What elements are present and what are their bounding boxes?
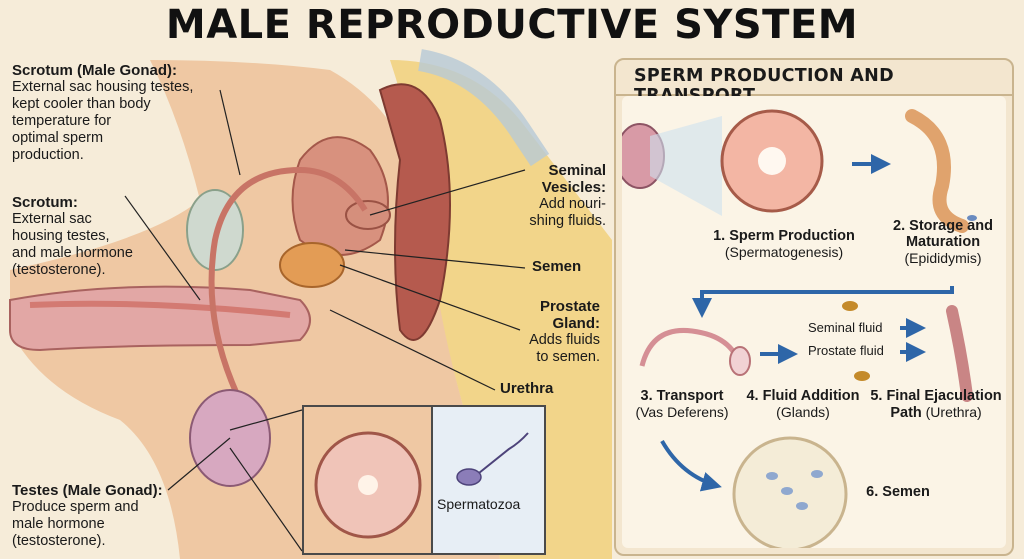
penis bbox=[9, 285, 311, 352]
vas-deferens bbox=[208, 166, 368, 422]
testis-inset bbox=[302, 405, 546, 555]
step-5: 5. Final Ejaculation Path (Urethra) bbox=[870, 388, 1002, 421]
leader-prostate bbox=[339, 264, 521, 331]
epididymis bbox=[905, 109, 969, 233]
label-seminal-vesicles: Seminal Vesicles: Add nouri- shing fluid… bbox=[529, 162, 606, 229]
label-scrotum-gonad: Scrotum (Male Gonad): External sac housi… bbox=[12, 62, 194, 163]
leader-inset-top bbox=[229, 409, 303, 431]
sperm-transport-panel: SPERM PRODUCTION AND TRANSPORT bbox=[614, 58, 1014, 556]
label-prostate-fluid: Prostate fluid bbox=[808, 343, 884, 358]
leader-inset-bottom bbox=[229, 447, 303, 552]
vas-deferens-loop bbox=[639, 327, 743, 367]
step-1: 1. Sperm Production (Spermatogenesis) bbox=[713, 228, 855, 260]
leader-urethra bbox=[329, 309, 496, 391]
prostate-gland bbox=[279, 242, 345, 288]
label-semen: Semen bbox=[532, 258, 582, 275]
seminal-vesicle bbox=[345, 200, 391, 230]
step-2: 2. Storage and Maturation (Epididymis) bbox=[893, 218, 993, 266]
panel-body: 1. Sperm Production (Spermatogenesis) 2.… bbox=[615, 96, 1006, 552]
bladder bbox=[291, 136, 389, 256]
panel-header: SPERM PRODUCTION AND TRANSPORT bbox=[616, 60, 1012, 106]
arrow-2-3 bbox=[692, 286, 954, 318]
arrow-to-semen bbox=[660, 440, 722, 492]
label-prostate: Prostate Gland: Adds fluids to semen. bbox=[529, 298, 600, 365]
urethra-thumbnail bbox=[946, 305, 973, 402]
leader-seminal bbox=[369, 169, 526, 216]
step-3: 3. Transport (Vas Deferens) bbox=[635, 388, 729, 420]
label-testes: Testes (Male Gonad): Produce sperm and m… bbox=[12, 482, 163, 549]
insect-icon bbox=[842, 301, 858, 311]
insect-icon bbox=[854, 371, 870, 381]
step-4: 4. Fluid Addition (Glands) bbox=[746, 388, 860, 420]
flow-drawing bbox=[615, 109, 977, 552]
leader-testes bbox=[167, 437, 231, 491]
step-6: 6. Semen bbox=[866, 484, 930, 500]
page-title: MALE REPRODUCTIVE SYSTEM bbox=[165, 2, 859, 48]
label-scrotum: Scrotum: External sac housing testes, an… bbox=[12, 194, 133, 278]
leader-scrotum-gonad bbox=[219, 89, 241, 176]
spine bbox=[417, 49, 550, 167]
label-seminal-fluid: Seminal fluid bbox=[808, 320, 883, 335]
label-spermatozoa: Spermatozoa bbox=[437, 496, 521, 512]
sperm-head bbox=[456, 468, 482, 486]
leader-scrotum bbox=[124, 195, 201, 301]
sperm-tail bbox=[478, 432, 529, 474]
urethra-duct bbox=[29, 300, 291, 318]
inset-drawing bbox=[304, 407, 529, 553]
leader-semen bbox=[344, 249, 526, 269]
sperm-small bbox=[967, 215, 977, 221]
rectum bbox=[378, 83, 451, 341]
label-urethra: Urethra bbox=[500, 380, 554, 397]
